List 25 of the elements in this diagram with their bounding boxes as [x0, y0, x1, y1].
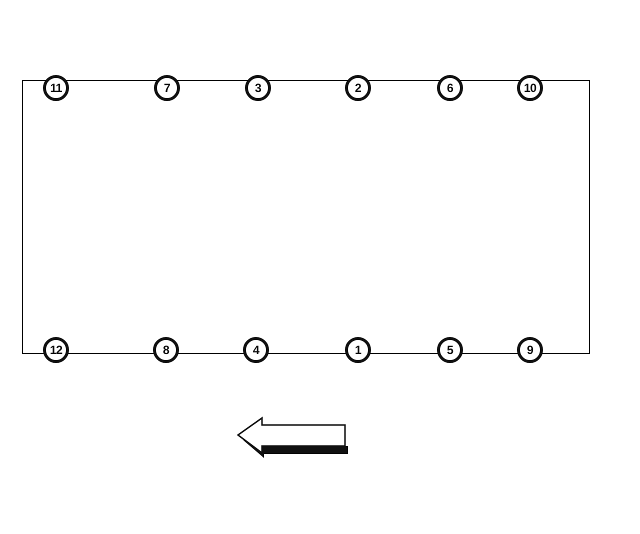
bolt-number: 11 — [50, 82, 62, 94]
bolt-circle — [345, 75, 371, 101]
bolt-number: 12 — [50, 344, 62, 356]
bolt-number: 5 — [446, 344, 454, 356]
bolt-number: 9 — [526, 344, 534, 356]
bolt-circle — [345, 337, 371, 363]
bolt-number: 1 — [354, 344, 362, 356]
bolt-number: 8 — [162, 344, 170, 356]
bolt-circle — [153, 337, 179, 363]
bolt-number: 4 — [252, 344, 260, 356]
bolt-circle — [43, 75, 69, 101]
bolt-circle — [245, 75, 271, 101]
bolt-circle — [154, 75, 180, 101]
bolt-circle — [243, 337, 269, 363]
bolt-circle — [517, 337, 543, 363]
bolt-circle — [437, 75, 463, 101]
bolt-number: 10 — [524, 82, 536, 94]
bolt-number: 3 — [254, 82, 262, 94]
bolt-circle — [437, 337, 463, 363]
bolt-number: 6 — [446, 82, 454, 94]
engine-block-outline — [22, 80, 590, 354]
bolt-number: 2 — [354, 82, 362, 94]
bolt-circle — [517, 75, 543, 101]
bolt-number: 7 — [164, 82, 170, 94]
bolt-circle — [43, 337, 69, 363]
